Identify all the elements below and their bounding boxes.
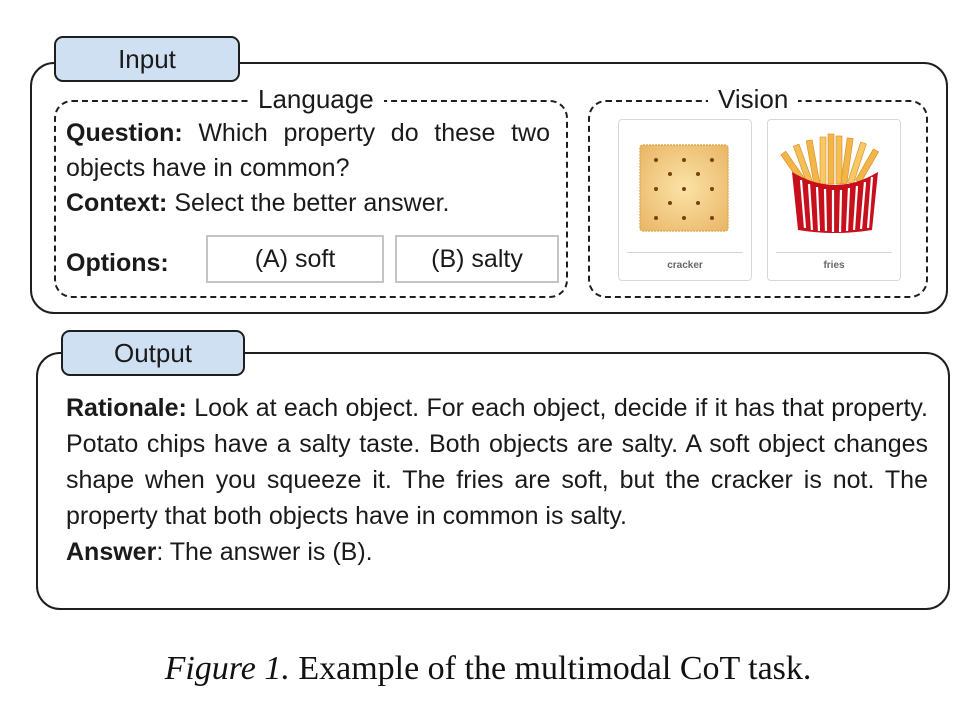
question-text: Which property do these two objects have… bbox=[66, 119, 550, 182]
card-divider bbox=[776, 252, 892, 253]
vision-title: Vision bbox=[708, 84, 799, 114]
card-divider bbox=[627, 252, 743, 253]
output-panel bbox=[36, 352, 950, 610]
image-card-fries: fries bbox=[767, 119, 901, 281]
figure-caption: Figure 1. Example of the multimodal CoT … bbox=[0, 650, 976, 688]
options-label: Options: bbox=[66, 249, 169, 277]
fries-icon bbox=[780, 133, 880, 233]
rationale-text: Look at each object. For each object, de… bbox=[66, 394, 928, 530]
answer-label: Answer bbox=[66, 538, 157, 566]
context-text: Select the better answer. bbox=[167, 189, 450, 217]
image-card-cracker: cracker bbox=[618, 119, 752, 281]
option-b: (B) salty bbox=[395, 235, 559, 283]
context-label: Context: bbox=[66, 189, 168, 217]
cracker-icon bbox=[639, 144, 729, 232]
input-label-tab: Input bbox=[54, 36, 240, 82]
output-text: Rationale: Look at each object. For each… bbox=[66, 390, 928, 570]
answer-text: : The answer is (B). bbox=[156, 538, 373, 566]
figure-number: Figure 1. bbox=[164, 650, 290, 687]
option-a: (A) soft bbox=[206, 235, 384, 283]
language-text: Question: Which property do these two ob… bbox=[66, 116, 550, 221]
language-title: Language bbox=[248, 84, 384, 114]
output-label-tab: Output bbox=[61, 330, 245, 376]
image-caption: fries bbox=[823, 260, 845, 271]
question-label: Question: bbox=[66, 119, 183, 147]
caption-text: Example of the multimodal CoT task. bbox=[289, 650, 812, 687]
rationale-label: Rationale: bbox=[66, 394, 187, 422]
image-caption: cracker bbox=[667, 260, 703, 271]
